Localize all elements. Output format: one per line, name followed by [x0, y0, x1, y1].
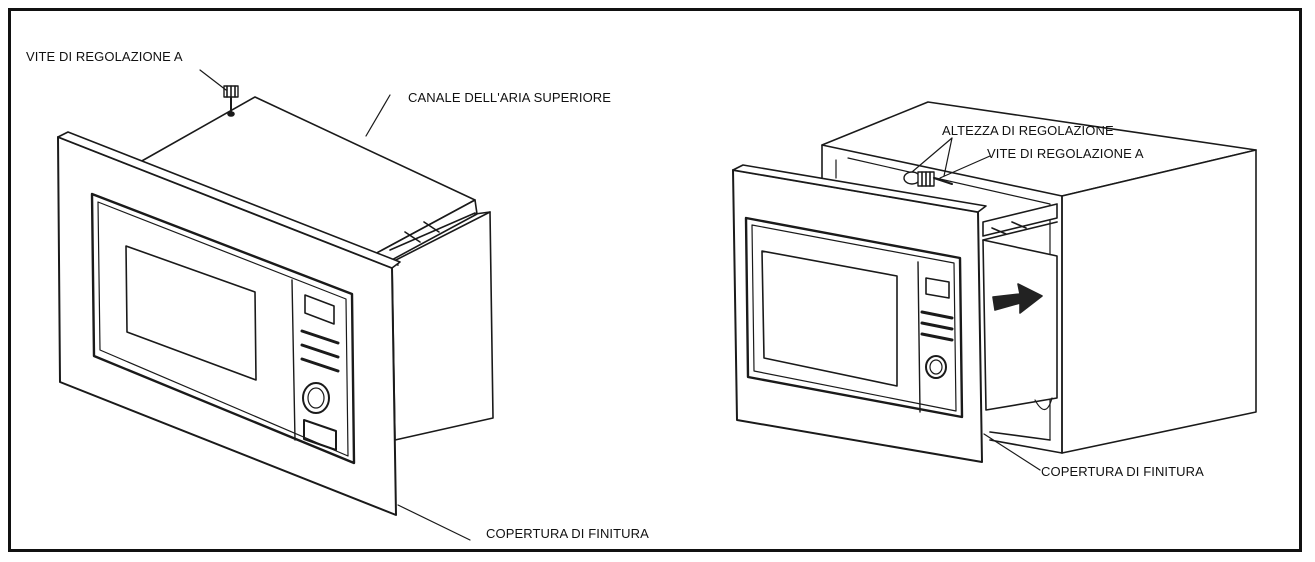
right-knob	[925, 355, 947, 379]
leader-left-screw	[199, 69, 227, 91]
door-window	[125, 245, 257, 381]
label-right-screw: VITE DI REGOLAZIONE A	[987, 146, 1144, 161]
label-left-screw: VITE DI REGOLAZIONE A	[26, 49, 183, 64]
left-microwave-assembly	[57, 69, 494, 541]
right-display	[925, 277, 950, 299]
right-door-window	[761, 250, 898, 387]
label-left-air-channel: CANALE DELL'ARIA SUPERIORE	[408, 90, 612, 105]
leader-right-screw	[939, 155, 991, 179]
right-adjust-screw	[903, 171, 953, 187]
leader-right-trim	[983, 433, 1041, 471]
label-right-trim: COPERTURA DI FINITURA	[1041, 464, 1204, 479]
right-cabinet-assembly	[732, 101, 1257, 471]
display-panel	[304, 294, 335, 325]
leader-right-height-1	[911, 137, 953, 173]
oven-body-inside	[982, 239, 1058, 411]
leader-left-trim	[397, 504, 471, 541]
trim-frame-top-edge	[57, 131, 401, 269]
push-arrow	[992, 283, 1043, 314]
left-adjust-screw	[223, 85, 239, 117]
control-knob	[302, 382, 330, 414]
cabinet-side	[1061, 149, 1257, 454]
leader-left-channel	[365, 94, 391, 137]
label-left-trim: COPERTURA DI FINITURA	[486, 526, 649, 541]
door-open-button	[303, 419, 337, 451]
air-channel-edge	[389, 212, 476, 251]
leader-right-height-2	[943, 137, 953, 177]
label-right-height: ALTEZZA DI REGOLAZIONE	[942, 123, 1114, 138]
